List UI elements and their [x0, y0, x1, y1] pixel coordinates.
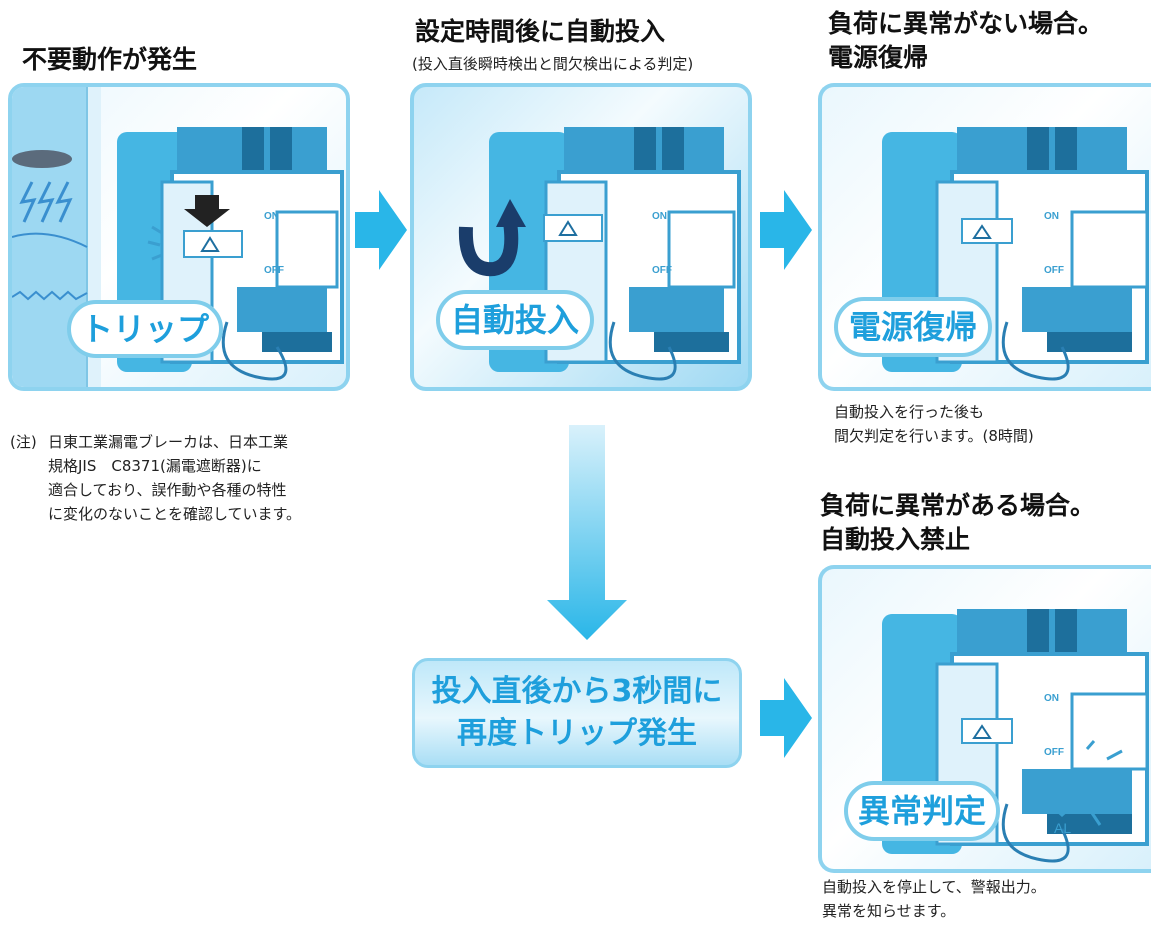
breaker-off-label: OFF: [1044, 265, 1064, 276]
arrow-down-icon: [547, 425, 627, 640]
step1-panel: ON OFF トリップ: [8, 83, 350, 391]
breaker-on-label: ON: [652, 211, 667, 222]
step5-title-line1: 負荷に異常がある場合。: [820, 491, 1096, 520]
step2-subtitle: (投入直後瞬時検出と間欠検出による判定): [412, 55, 694, 73]
step2-title: 設定時間後に自動投入: [415, 17, 666, 46]
step3-title-line1: 負荷に異常がない場合。: [828, 9, 1104, 38]
retrip-line2: 再度トリップ発生: [457, 716, 697, 751]
curved-up-arrow-icon: [458, 199, 526, 277]
step3-caption-line1: 自動投入を行った後も: [834, 403, 985, 421]
breaker-off-label: OFF: [264, 265, 284, 276]
step5-caption-line2: 異常を知らせます。: [822, 902, 956, 920]
power-restore-illustration: ON OFF: [882, 127, 1149, 381]
retrip-line1: 投入直後から3秒間に: [431, 674, 723, 709]
breaker-icon: [882, 127, 1149, 381]
breaker-on-label: ON: [1044, 211, 1059, 222]
fault-detect-badge: 異常判定: [844, 781, 1000, 841]
retrip-box: 投入直後から3秒間に 再度トリップ発生: [412, 658, 742, 768]
step5-title-line2: 自動投入禁止: [820, 525, 971, 554]
breaker-on-label: ON: [1044, 693, 1059, 704]
trip-badge: トリップ: [67, 300, 223, 358]
breaker-on-label: ON: [264, 211, 279, 222]
arrow-right-icon: [355, 190, 407, 270]
cloud-icon: [12, 150, 72, 168]
auto-close-badge: 自動投入: [436, 290, 594, 350]
alarm-flash-icon: [1085, 740, 1130, 826]
step3-panel: ON OFF 電源復帰: [818, 83, 1151, 391]
alarm-down-arrow-icon: [1053, 801, 1071, 817]
note-prefix: (注): [10, 433, 37, 451]
step3-title-line2: 電源復帰: [828, 43, 929, 72]
note-line: に変化のないことを確認しています。: [48, 505, 302, 523]
note-line: 適合しており、誤作動や各種の特性: [48, 481, 287, 499]
power-restore-badge: 電源復帰: [834, 297, 992, 357]
arrow-right-icon: [760, 190, 812, 270]
step5-panel: ON OFF AL 異常判定: [818, 565, 1151, 873]
step3-caption-line2: 間欠判定を行います。(8時間): [834, 427, 1034, 445]
note-line: 日東工業漏電ブレーカは、日本工業: [48, 433, 289, 451]
breaker-off-label: OFF: [652, 265, 672, 276]
arrow-right-icon: [760, 678, 812, 758]
note-line: 規格JIS C8371(漏電遮断器)に: [48, 457, 262, 475]
lightning-icon: [19, 181, 73, 223]
alarm-label: AL: [1054, 820, 1071, 836]
step2-panel: ON OFF 自動投入: [410, 83, 752, 391]
breaker-off-label: OFF: [1044, 747, 1064, 758]
step1-title: 不要動作が発生: [22, 45, 198, 74]
step5-caption-line1: 自動投入を停止して、警報出力。: [822, 878, 1046, 896]
arrow-down-icon: [184, 195, 230, 227]
